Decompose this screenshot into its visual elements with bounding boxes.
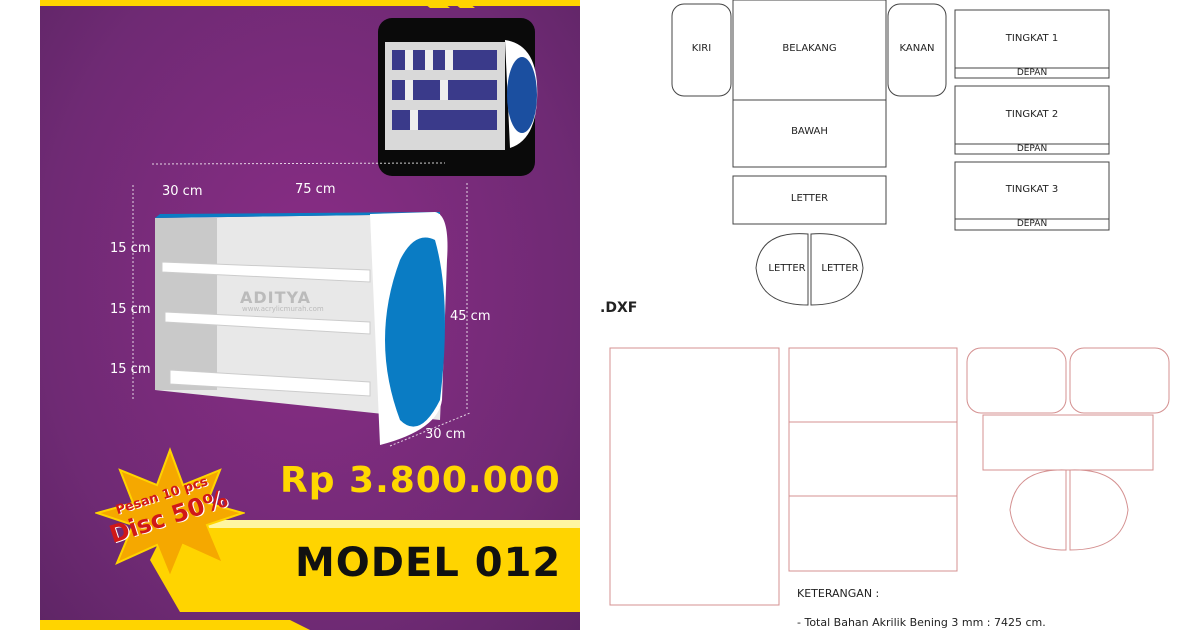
part-tingkat2: TINGKAT 2	[1005, 109, 1059, 120]
note-item: - Total Bahan Akrilik Bening 3 mm : 7425…	[797, 616, 1046, 629]
part-letter: LETTER	[790, 193, 829, 204]
part-depan3: DEPAN	[1016, 219, 1048, 229]
dim-width: 75 cm	[295, 182, 336, 197]
part-kanan: KANAN	[899, 43, 935, 54]
dim-depth-top: 30 cm	[162, 184, 203, 199]
part-letter-left: LETTER	[768, 263, 806, 274]
notes-title: KETERANGAN :	[797, 587, 880, 600]
dim-shelf2: 15 cm	[110, 302, 151, 317]
part-kiri: KIRI	[691, 43, 712, 54]
dxf-label: .DXF	[600, 300, 638, 316]
part-depan1: DEPAN	[1016, 68, 1048, 78]
banner-graphics	[40, 0, 580, 630]
part-letter-right: LETTER	[821, 263, 859, 274]
watermark-url: www.acrylicmurah.com	[242, 305, 324, 313]
part-tingkat1: TINGKAT 1	[1005, 33, 1059, 44]
part-tingkat3: TINGKAT 3	[1005, 184, 1059, 195]
bottom-yellow-banner	[150, 520, 580, 612]
product-banner: 30 cm 75 cm 15 cm 15 cm 15 cm 45 cm 30 c…	[40, 0, 580, 630]
dim-shelf1: 15 cm	[110, 241, 151, 256]
dim-shelf3: 15 cm	[110, 362, 151, 377]
price: Rp 3.800.000	[280, 460, 561, 501]
watermark-brand: ADITYA	[240, 288, 311, 307]
dim-height: 45 cm	[450, 309, 491, 324]
dim-depth-bottom: 30 cm	[425, 427, 466, 442]
part-belakang: BELAKANG	[782, 43, 837, 54]
part-depan2: DEPAN	[1016, 144, 1048, 154]
part-bawah: BAWAH	[791, 126, 828, 137]
cut-pattern	[671, 0, 1110, 306]
model-name: MODEL 012	[295, 540, 562, 586]
dxf-pattern	[609, 347, 1170, 606]
promo-starburst	[95, 447, 245, 580]
